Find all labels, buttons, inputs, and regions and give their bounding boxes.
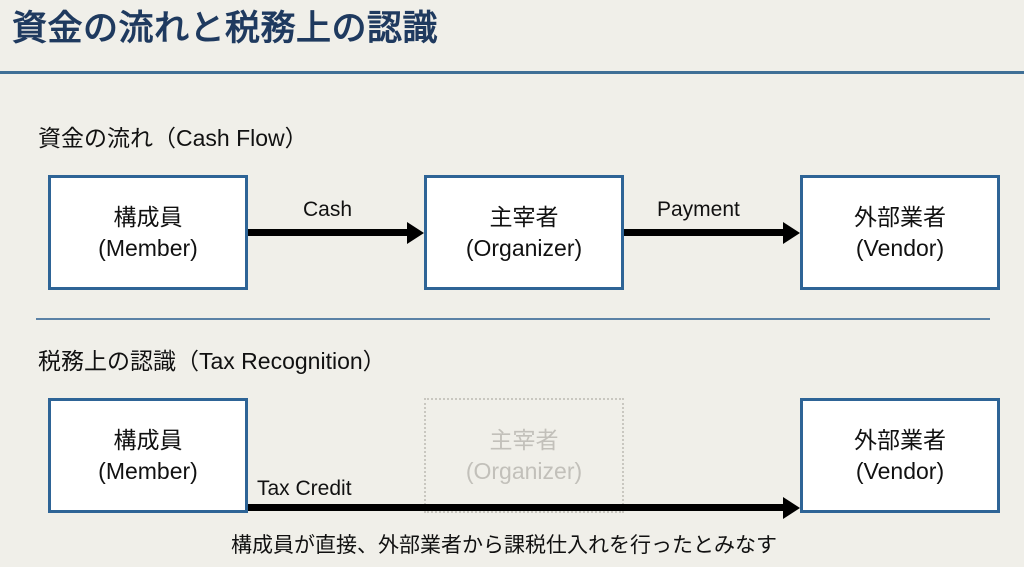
node-box-organizer-cash-flow[interactable]: 主宰者 (Organizer) [424, 175, 624, 290]
arrow-cash [248, 229, 408, 236]
node-box-member-cash-flow[interactable]: 構成員 (Member) [48, 175, 248, 290]
node-box-member-tax-recognition[interactable]: 構成員 (Member) [48, 398, 248, 513]
node-box-vendor-tax-recognition[interactable]: 外部業者 (Vendor) [800, 398, 1000, 513]
arrow-label-payment: Payment [657, 198, 740, 221]
node-label-primary: 主宰者 [489, 427, 559, 454]
node-label-secondary: (Organizer) [465, 234, 583, 261]
section-caption-tax-recognition: 構成員が直接、外部業者から課税仕入れを行ったとみなす [231, 534, 777, 557]
section-divider [36, 318, 990, 320]
arrow-label-tax-credit: Tax Credit [257, 477, 352, 500]
section-heading-cash-flow: 資金の流れ（Cash Flow） [38, 125, 308, 151]
node-label-secondary: (Organizer) [465, 457, 583, 484]
node-box-vendor-cash-flow[interactable]: 外部業者 (Vendor) [800, 175, 1000, 290]
page-title: 資金の流れと税務上の認識 [12, 9, 439, 48]
node-label-primary: 外部業者 [854, 204, 946, 231]
arrow-payment [624, 229, 784, 236]
node-label-secondary: (Member) [98, 234, 198, 261]
node-label-secondary: (Member) [98, 457, 198, 484]
arrow-tax-credit [248, 504, 784, 511]
node-label-primary: 主宰者 [489, 204, 559, 231]
node-label-primary: 構成員 [113, 204, 183, 231]
node-label-secondary: (Vendor) [855, 457, 945, 484]
title-divider [0, 71, 1024, 74]
node-box-organizer-tax-recognition-ghost: 主宰者 (Organizer) [424, 398, 624, 513]
arrow-label-cash: Cash [303, 198, 353, 221]
node-label-primary: 外部業者 [854, 427, 946, 454]
node-label-primary: 構成員 [113, 427, 183, 454]
section-heading-tax-recognition: 税務上の認識（Tax Recognition） [38, 348, 386, 374]
node-label-secondary: (Vendor) [855, 234, 945, 261]
